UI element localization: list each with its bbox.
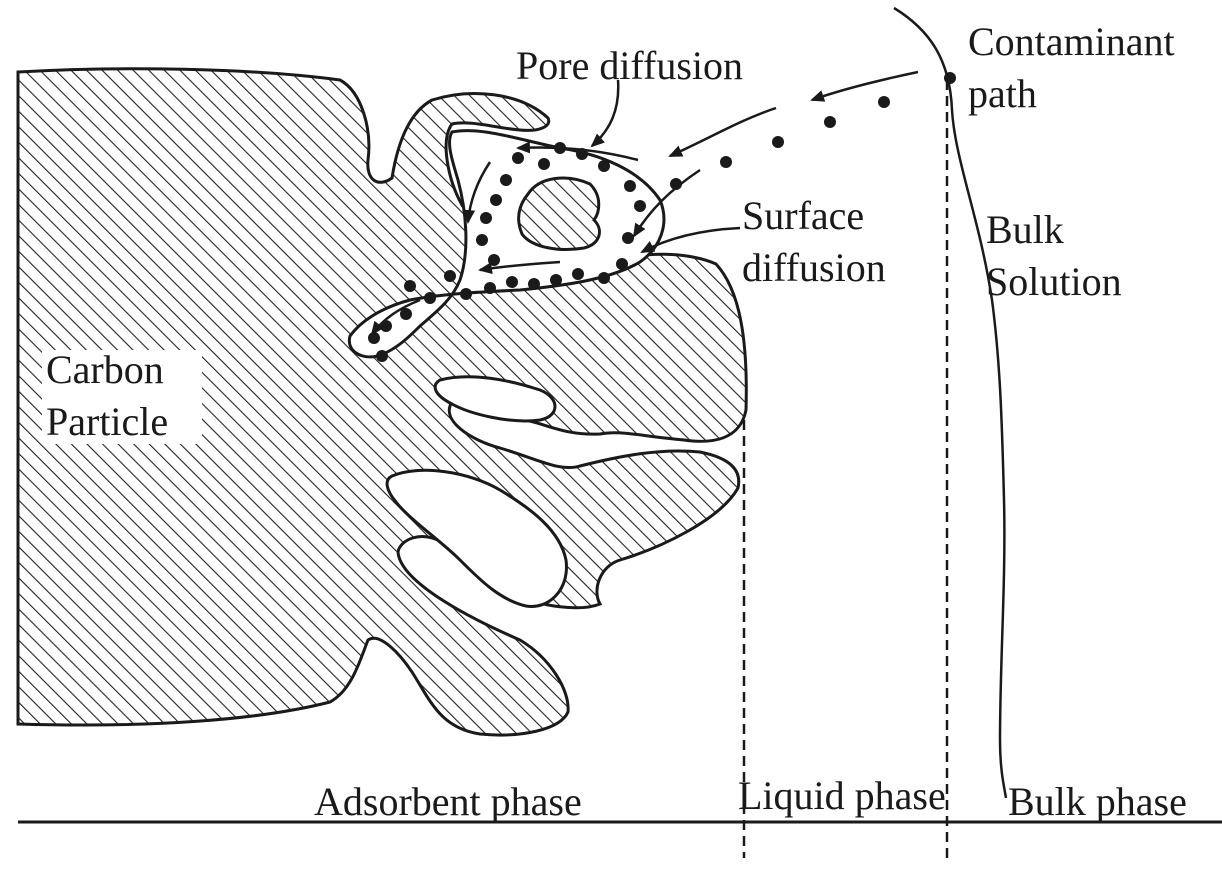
- pore-diffusion-text: Pore diffusion: [516, 43, 743, 88]
- surface-diffusion-line2: diffusion: [742, 242, 886, 294]
- liquid-phase-text: Liquid phase: [738, 773, 946, 818]
- bulk-solution-label: Bulk Solution: [986, 204, 1122, 308]
- carbon-particle-line1: Carbon: [46, 344, 168, 396]
- pore-island: [519, 178, 600, 249]
- contaminant-path-line1: Contaminant: [968, 16, 1175, 68]
- surface-diffusion-label: Surface diffusion: [742, 190, 886, 294]
- contaminant-path-label: Contaminant path: [968, 16, 1175, 120]
- bulk-phase-text: Bulk phase: [1008, 779, 1187, 824]
- pore-diffusion-label: Pore diffusion: [516, 40, 743, 92]
- bulk-solution-line1: Bulk: [986, 204, 1122, 256]
- contaminant-path-line2: path: [968, 68, 1175, 120]
- carbon-particle-line2: Particle: [46, 396, 168, 448]
- bulk-phase-label: Bulk phase: [1008, 776, 1187, 828]
- surface-diffusion-line1: Surface: [742, 190, 886, 242]
- adsorbent-phase-label: Adsorbent phase: [314, 776, 582, 828]
- liquid-phase-label: Liquid phase: [738, 770, 946, 822]
- contaminant-arrow-upper: [812, 72, 918, 100]
- carbon-particle-label: Carbon Particle: [46, 344, 168, 448]
- bulk-solution-line2: Solution: [986, 256, 1122, 308]
- bulk-solution-boundary: [894, 8, 1006, 798]
- adsorbent-phase-text: Adsorbent phase: [314, 779, 582, 824]
- contaminant-arrow-mid: [670, 108, 776, 156]
